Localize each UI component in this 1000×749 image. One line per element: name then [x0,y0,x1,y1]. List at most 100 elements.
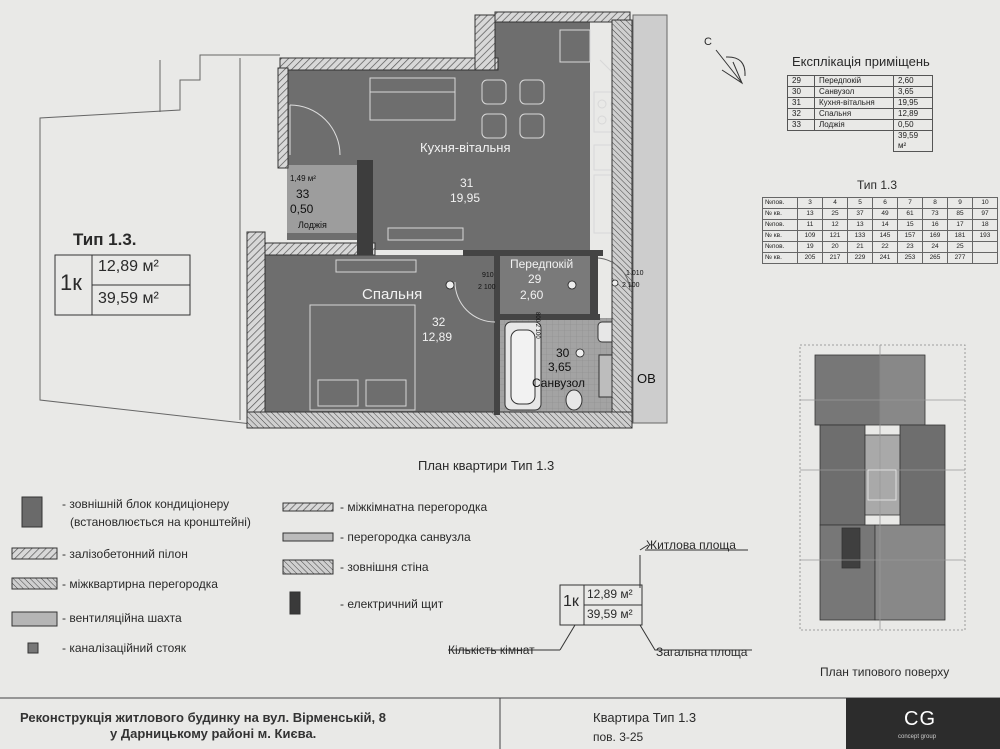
table-cell: №пов. [762,241,798,253]
key-total-label: Загальна площа [656,645,748,659]
table-cell: 277 [947,252,973,264]
table-cell: Кухня-вітальня [814,97,894,109]
table-cell [972,252,998,264]
table-cell: 265 [922,252,948,264]
door-c-size: 800 2 100 [534,312,540,339]
table-cell: Лоджія [814,119,894,131]
table-cell: 25 [822,208,848,220]
table-cell: 24 [922,241,948,253]
table-cell: 3 [797,197,823,209]
table-cell: 32 [787,108,815,120]
table-cell: 253 [897,252,923,264]
table-cell: №пов. [762,197,798,209]
table-cell: Передпокій [814,75,894,87]
table-cell: 10 [972,197,998,209]
table-cell: 15 [897,219,923,231]
table-cell: 19,95 [893,97,933,109]
table-cell: 13 [847,219,873,231]
footer-lines [0,697,1000,749]
hall-name: Передпокій [510,257,574,271]
compass [715,49,746,85]
legend-exterior-wall: - зовнішня стіна [340,560,429,574]
loggia-small-area: 1,49 м² [290,174,316,183]
table-cell: 31 [787,97,815,109]
bedroom-name: Спальня [362,286,423,303]
table-cell: № кв. [762,230,798,242]
table-cell: 22 [872,241,898,253]
table-cell: 109 [797,230,823,242]
table-cell: 157 [897,230,923,242]
exterior-strip [632,14,668,424]
card-living-area: 12,89 м² [98,258,159,275]
table-cell: 97 [972,208,998,220]
loggia-name: Лоджія [298,220,327,230]
bath-area: 3,65 [548,360,572,374]
table-cell: 4 [822,197,848,209]
door-a-width: 910 [482,272,494,279]
card-total-area: 39,59 м² [98,290,159,307]
kitchen-area: 19,95 [450,191,481,205]
table-cell: Спальня [814,108,894,120]
table-cell: 29 [787,75,815,87]
ov-label: ОВ [637,371,656,386]
bath-fixtures [504,321,621,411]
table-cell: 0,50 [893,119,933,131]
legend-pylon: - залізобетонний пілон [62,547,188,561]
logo-subtext: concept group [898,734,937,740]
table-cell: 20 [822,241,848,253]
table-cell: №пов. [762,219,798,231]
table-cell: Санвузол [814,86,894,98]
key-box [559,584,643,626]
table-cell: 13 [797,208,823,220]
table-cell: 19 [797,241,823,253]
logo-block: CG concept group [846,698,1000,749]
table-cell: 6 [872,197,898,209]
plan-title: План квартири Тип 1.3 [418,458,555,473]
compass-letter: С [704,36,712,48]
legend-swatches [11,496,334,654]
kitchen-number: 31 [460,176,474,190]
table-cell: 61 [897,208,923,220]
table-cell: 30 [787,86,815,98]
key-leader-lines [448,544,752,651]
table-cell: 18 [972,219,998,231]
legend-party-wall: - міжквартирна перегородка [62,577,218,591]
walls [246,11,633,429]
legend-vent-shaft: - вентиляційна шахта [62,611,182,625]
table-cell: 23 [897,241,923,253]
table-cell: 37 [847,208,873,220]
footer-project-line2: у Дарницькому районі м. Києва. [110,726,317,741]
kitchen-name: Кухня-вітальня [420,140,511,155]
bedroom-area: 12,89 [422,330,453,344]
loggia-number: 33 [296,187,310,201]
table-cell: 73 [922,208,948,220]
loggia-area: 0,50 [290,202,314,216]
typical-floor-plan [799,344,966,631]
key-living-label: Житлова площа [646,538,736,552]
table-cell: 145 [872,230,898,242]
table-cell: 14 [872,219,898,231]
table-cell: 8 [922,197,948,209]
legend-bathroom-partition: - перегородка санвузла [340,530,471,544]
table-cell: 85 [947,208,973,220]
table-cell: 49 [872,208,898,220]
door-b-height: 2 100 [622,282,640,289]
table-cell: 9 [947,197,973,209]
bath-number: 30 [556,346,570,360]
table-cell: 12 [822,219,848,231]
logo-text: CG [904,708,936,730]
table-row: 39,59 м² [788,130,933,152]
footer-project-line1: Реконструкція житлового будинку на вул. … [20,710,386,725]
table-cell: 229 [847,252,873,264]
table-cell [972,241,998,253]
key-rooms: 1к [563,593,579,610]
hall-number: 29 [528,272,542,286]
explication-total: 39,59 м² [893,130,933,152]
